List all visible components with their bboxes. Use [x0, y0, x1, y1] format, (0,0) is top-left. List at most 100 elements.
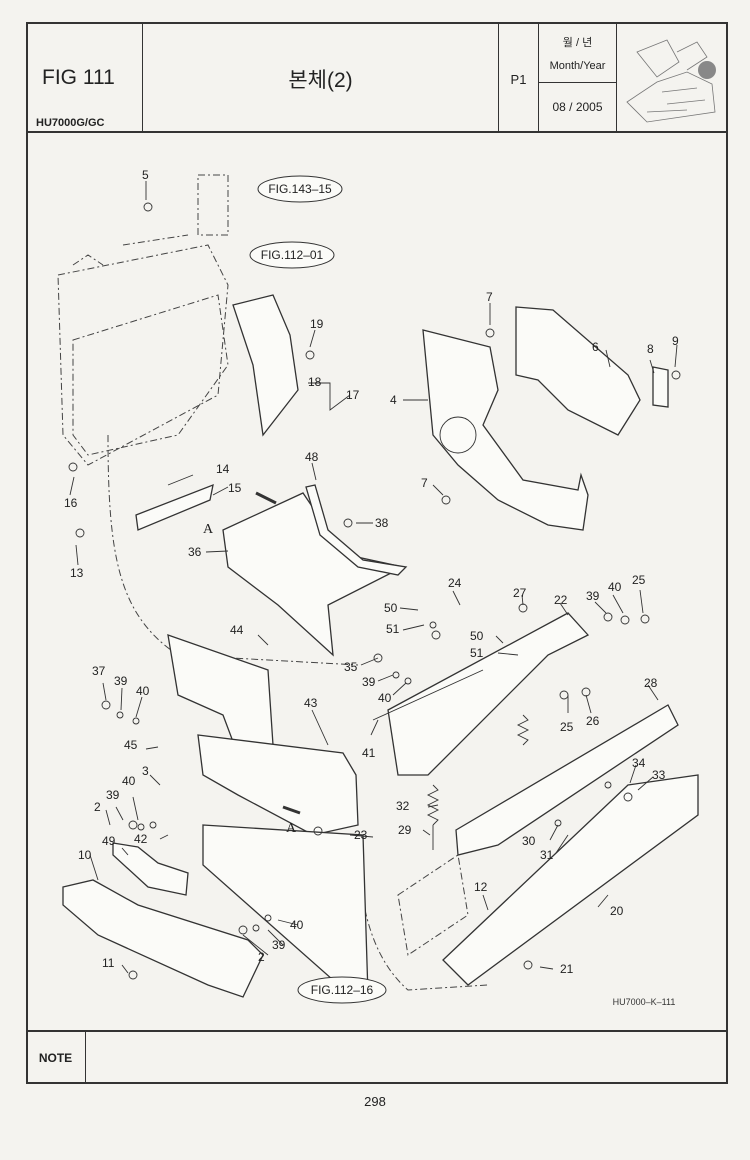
callout: 19 [310, 317, 324, 331]
callout: 40 [136, 684, 150, 698]
callout: 10 [78, 848, 92, 862]
callout: 14 [216, 462, 230, 476]
machine-thumbnail [626, 39, 716, 123]
callout: 42 [134, 832, 148, 846]
month-year-cell: 월 / 년 Month/Year 08 / 2005 [539, 22, 617, 131]
callout: 9 [672, 334, 679, 348]
ghost-chute [72, 294, 229, 456]
callout: 3 [142, 764, 149, 778]
callout: 12 [474, 880, 488, 894]
callout: 25 [632, 573, 646, 587]
callout: 41 [362, 746, 376, 760]
callout: 23 [354, 828, 368, 842]
callout: 29 [398, 823, 412, 837]
header-block: FIG 111 HU7000G/GC 본체(2) P1 월 / 년 Month/… [26, 22, 728, 133]
callout: 36 [188, 545, 202, 559]
callout: 39 [272, 938, 286, 952]
month-year-label-ko: 월 / 년 [562, 37, 593, 49]
callout: 49 [102, 834, 116, 848]
ref-fig143-bubble [257, 175, 343, 203]
callout: 45 [124, 738, 138, 752]
ghost-leader-bottom [357, 834, 489, 991]
callout: 20 [610, 904, 624, 918]
callout: 48 [305, 450, 319, 464]
month-year-label-en: Month/Year [549, 60, 606, 72]
callout: 51 [386, 622, 400, 636]
callout: 4 [390, 393, 397, 407]
callout: 17 [346, 388, 360, 402]
callout: 31 [540, 848, 554, 862]
callout: 2 [258, 950, 265, 964]
plate-hole [439, 416, 477, 454]
callout: 35 [344, 660, 358, 674]
title-cell: 본체(2) [143, 22, 499, 131]
page-frame [26, 22, 728, 1084]
shaft-41 [372, 669, 484, 721]
drawing-code: HU7000–K–111 [613, 997, 676, 1007]
fig-number: FIG 111 [42, 66, 115, 89]
side-plate-4 [422, 329, 589, 531]
frame-43 [197, 734, 359, 836]
callout-labels: 5 7 6 8 9 4 19 18 17 16 14 15 13 48 38 3… [64, 168, 679, 976]
arm-22 [387, 612, 590, 776]
callout: 24 [448, 576, 462, 590]
frame-44 [167, 634, 274, 756]
callout: 32 [396, 799, 410, 813]
callout: 15 [228, 481, 242, 495]
guide-strip [135, 483, 214, 531]
callout: 28 [644, 676, 658, 690]
seal-strip [305, 484, 408, 576]
ref-fig112a: FIG.112–01 [261, 248, 324, 262]
ref-fig112b-bubble [297, 976, 387, 1004]
callout: 40 [122, 774, 136, 788]
ref-fig112a-bubble [249, 241, 335, 269]
callout: 30 [522, 834, 536, 848]
bracket-8 [652, 366, 669, 408]
ghost-lower-frame [397, 854, 469, 956]
page-id: P1 [510, 72, 527, 87]
side-plate-6 [515, 306, 641, 436]
callout: 11 [102, 956, 115, 970]
ref-fig112b: FIG.112–16 [311, 983, 374, 997]
ghost-outline-upper [57, 244, 229, 466]
bar-28 [455, 704, 679, 856]
callout: 40 [290, 918, 304, 932]
callout: 7 [421, 476, 428, 490]
callout: 39 [586, 589, 600, 603]
cover-49 [112, 842, 189, 896]
divider [539, 82, 616, 83]
leader-lines [69, 181, 678, 974]
callout: 40 [378, 691, 392, 705]
view-mark-a-lower: A [286, 821, 297, 836]
exploded-parts-diagram: FIG.143–15 FIG.112–01 FIG.112–16 A A 5 7… [57, 168, 699, 1007]
callout: 51 [470, 646, 484, 660]
date-value: 08 / 2005 [552, 100, 603, 114]
view-arrow-lower [282, 805, 301, 815]
callout: 44 [230, 623, 244, 637]
callout: 34 [632, 756, 646, 770]
callout: 22 [554, 593, 568, 607]
callout: 6 [592, 340, 599, 354]
callout: 16 [64, 496, 78, 510]
fig-cell: FIG 111 HU7000G/GC [26, 22, 143, 131]
page-cell: P1 [499, 22, 539, 131]
model-code: HU7000G/GC [36, 117, 105, 129]
callout: 13 [70, 566, 84, 580]
callout: 39 [114, 674, 128, 688]
callout: 37 [92, 664, 106, 678]
callout: 18 [308, 375, 322, 389]
callout: 25 [560, 720, 574, 734]
page-title: 본체(2) [288, 69, 353, 92]
ghost-bracket-top [72, 174, 229, 266]
spring-upper [516, 714, 530, 746]
callout: 8 [647, 342, 654, 356]
spring-32 [426, 784, 440, 826]
thumbnail-cell [617, 22, 728, 131]
ghost-leader-left [107, 434, 359, 666]
callout: 38 [375, 516, 389, 530]
callout: 50 [470, 629, 484, 643]
callout: 27 [513, 586, 527, 600]
callout: 40 [608, 580, 622, 594]
callout: 5 [142, 168, 149, 182]
callout: 43 [304, 696, 318, 710]
